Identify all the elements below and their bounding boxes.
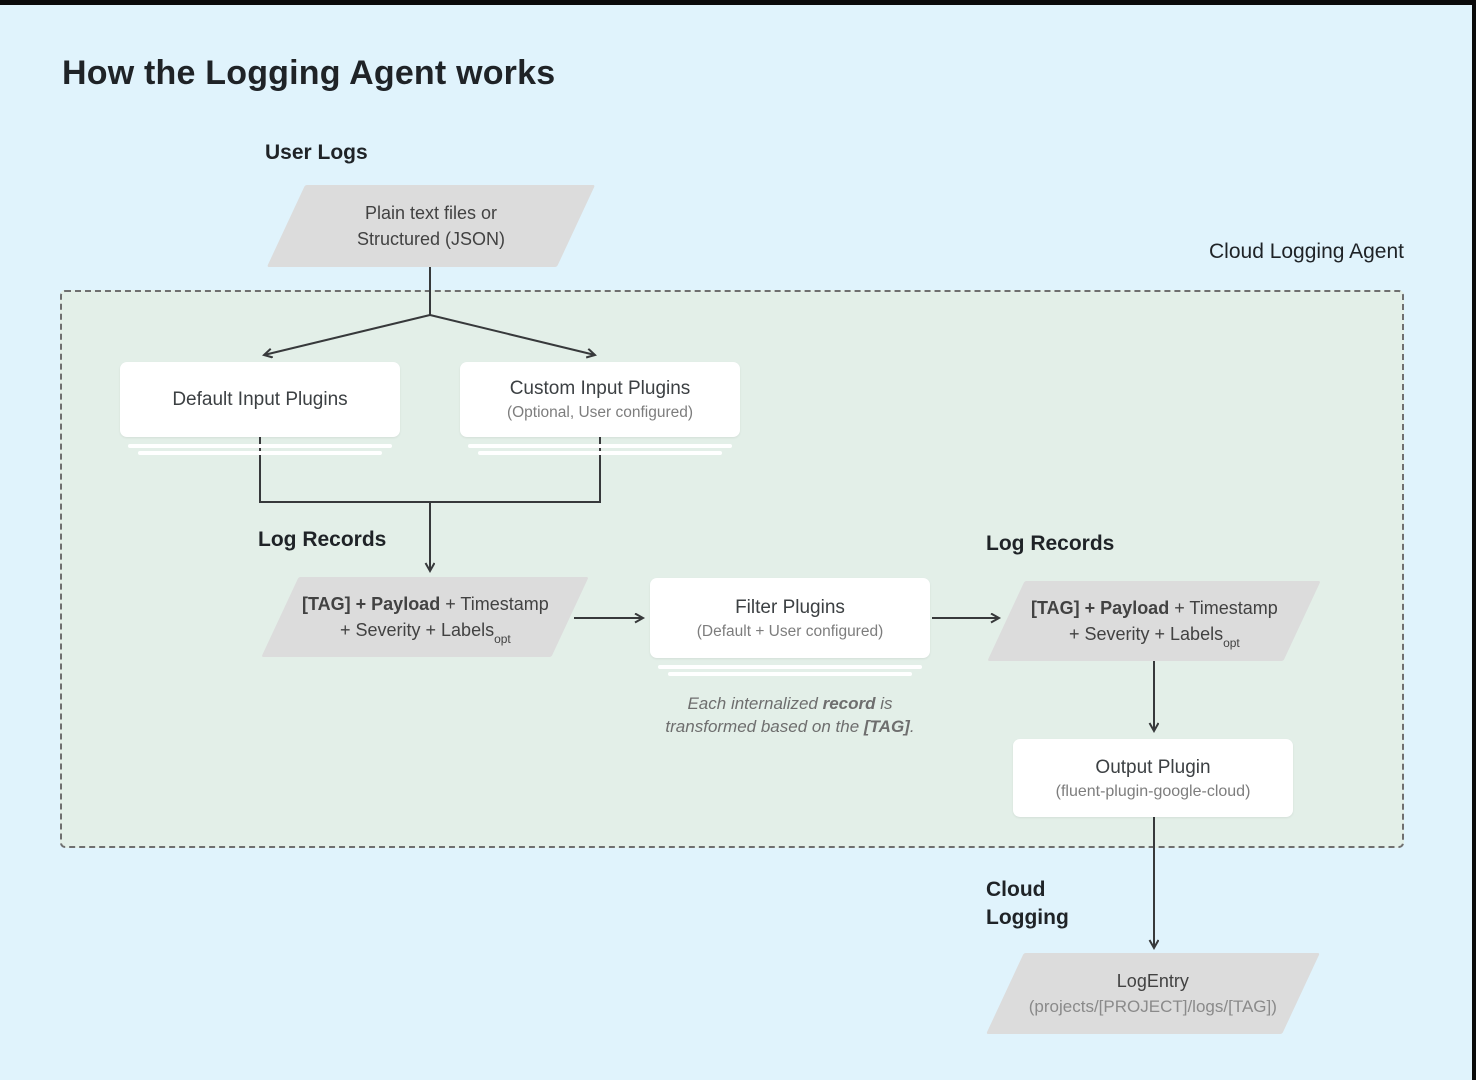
output-plugin-subtitle: (fluent-plugin-google-cloud) <box>1055 782 1251 800</box>
filter-caption: Each internalized record is transformed … <box>665 694 915 736</box>
cloud-logging-agent-label: Cloud Logging Agent <box>1209 240 1404 263</box>
custom-input-plugins-node: Custom Input Plugins (Optional, User con… <box>460 362 740 437</box>
custom-input-plugins-subtitle: (Optional, User configured) <box>506 404 694 421</box>
user-logs-label: User Logs <box>265 141 368 164</box>
stack-decoration <box>478 451 722 455</box>
stack-decoration <box>668 672 912 676</box>
screenshot-right-edge <box>1472 0 1476 1080</box>
log-entry-subtitle: (projects/[PROJECT]/logs/[TAG]) <box>1028 996 1278 1016</box>
default-input-plugins-node: Default Input Plugins <box>120 362 400 437</box>
stack-decoration <box>138 451 382 455</box>
log-record-left-parallelogram: [TAG] + Payload + Timestamp + Severity +… <box>261 577 589 657</box>
filter-plugins-subtitle: (Default + User configured) <box>696 622 884 640</box>
default-input-plugins-title: Default Input Plugins <box>172 388 348 410</box>
screenshot-top-edge <box>0 0 1476 5</box>
log-entry-parallelogram: LogEntry (projects/[PROJECT]/logs/[TAG]) <box>986 953 1320 1034</box>
user-input-text: Plain text files or Structured (JSON) <box>356 203 506 249</box>
cloud-logging-label: Cloud Logging <box>986 878 1069 929</box>
log-entry-text: LogEntry (projects/[PROJECT]/logs/[TAG]) <box>1029 968 1277 1020</box>
user-input-parallelogram: Plain text files or Structured (JSON) <box>266 185 596 267</box>
filter-plugins-title: Filter Plugins <box>735 596 845 618</box>
log-record-left-text: [TAG] + Payload + Timestamp + Severity +… <box>301 594 549 646</box>
custom-input-plugins-title: Custom Input Plugins <box>509 378 691 399</box>
stack-decoration <box>468 444 732 448</box>
log-records-right-label: Log Records <box>986 532 1115 555</box>
log-records-left-label: Log Records <box>258 528 387 551</box>
log-record-right-parallelogram: [TAG] + Payload + Timestamp + Severity +… <box>987 581 1321 661</box>
filter-plugins-node: Filter Plugins (Default + User configure… <box>650 578 930 658</box>
log-entry-title: LogEntry <box>1116 970 1190 991</box>
page-title: How the Logging Agent works <box>62 54 556 92</box>
output-plugin-node: Output Plugin (fluent-plugin-google-clou… <box>1013 739 1293 817</box>
log-record-right-text: [TAG] + Payload + Timestamp + Severity +… <box>1030 598 1278 650</box>
stack-decoration <box>128 444 392 448</box>
stack-decoration <box>658 665 922 669</box>
output-plugin-title: Output Plugin <box>1095 756 1211 778</box>
